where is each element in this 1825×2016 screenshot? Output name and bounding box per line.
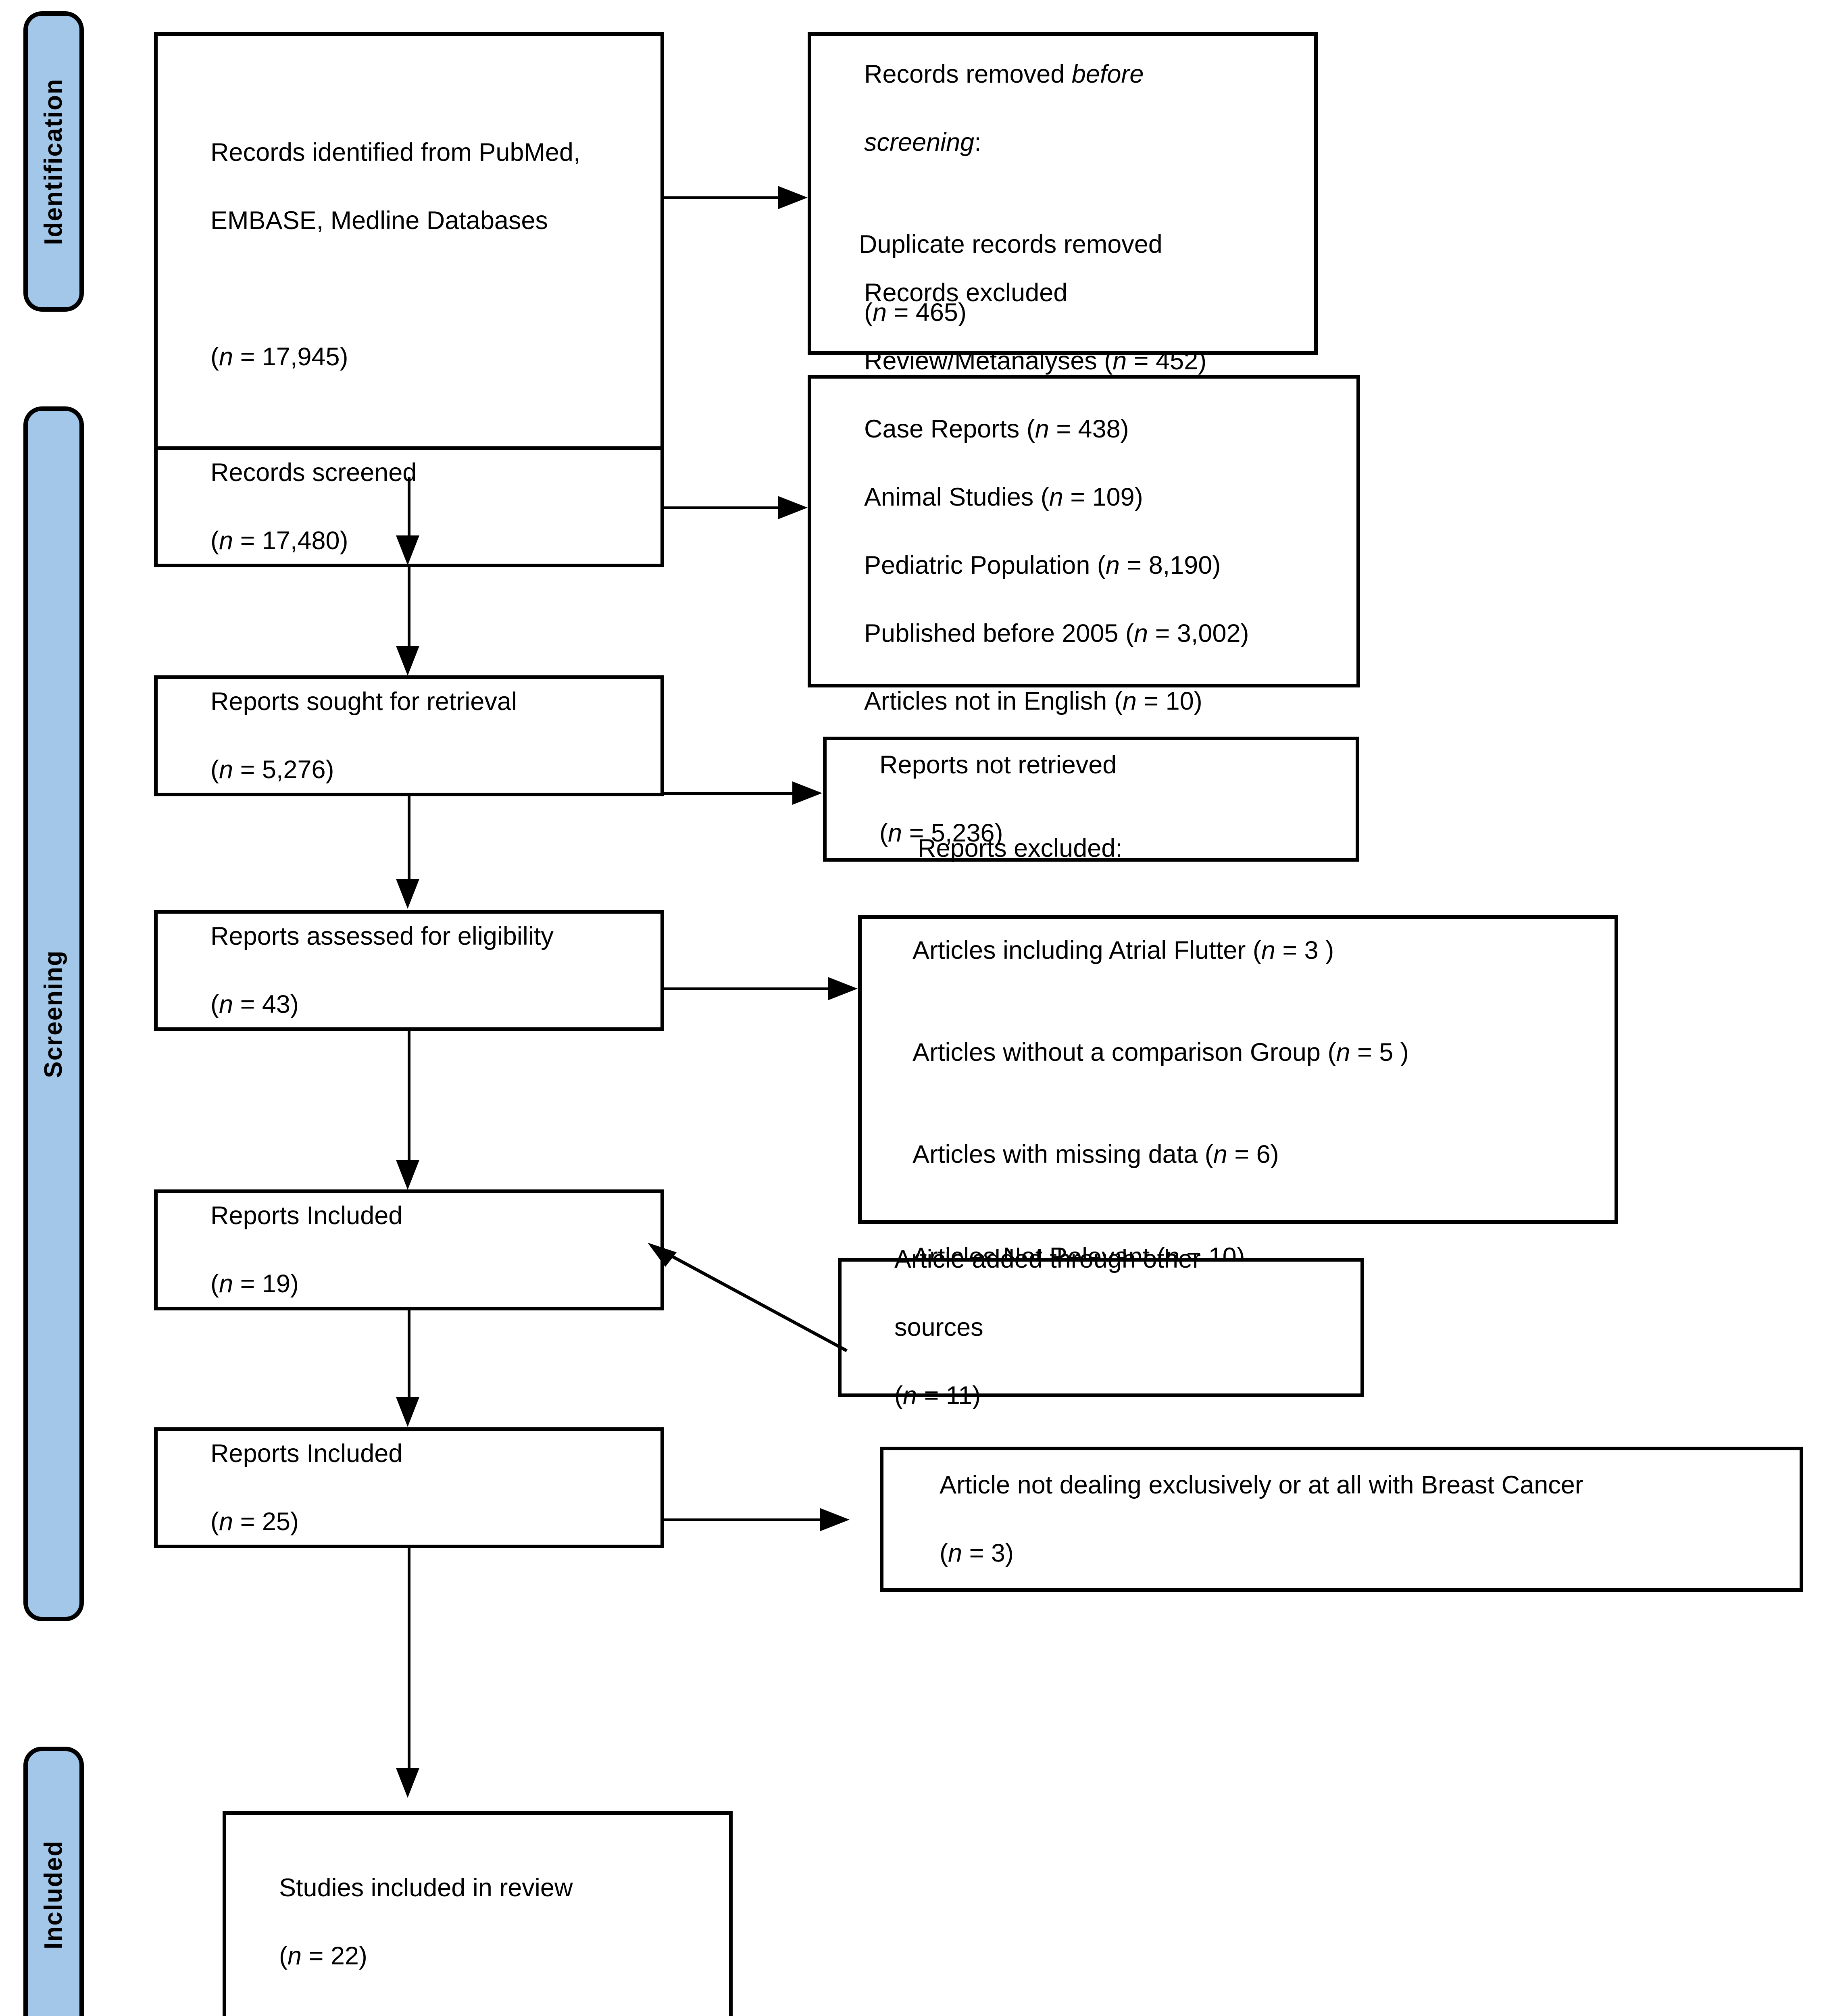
connector-identified-to-screened [408,477,410,535]
records-identified-line2: EMBASE, Medline Databases [210,206,548,235]
studies-included-count: (n = 22) [279,1942,367,1970]
reports-not-retrieved-count: (n = 5,236) [879,819,1003,848]
records-identified-line1: Records identified from PubMed, [210,138,581,167]
connector-identified-to-removed [664,196,779,199]
records-screened-text: Records screened (n = 17,480) [158,422,660,592]
box-reports-excluded: Reports excluded: Articles including Atr… [858,834,1618,1271]
article-added-count: (n = 11) [894,1381,981,1410]
box-records-excluded: Records excluded Review/Metanalyses (n =… [808,279,1360,783]
reports-assessed-count: (n = 43) [210,990,299,1019]
reports-included-19-line1: Reports Included [210,1202,403,1230]
arrow-identified-to-removed [778,186,808,209]
article-not-breast-cancer-line1: Article not dealing exclusively or at al… [940,1471,1583,1500]
arrow-assessed-to-excluded [828,977,858,1000]
reports-included-19-count: (n = 19) [210,1270,299,1298]
connector-other-sources-to-included19 [648,1243,848,1352]
arrow-screened-to-excluded [778,496,808,519]
records-identified-text: Records identified from PubMed, EMBASE, … [158,102,660,408]
box-article-not-breast-cancer: Article not dealing exclusively or at al… [880,1447,1803,1592]
records-excluded-item: Articles not in English (n = 10) [864,687,1202,716]
records-excluded-item: Case Reports (n = 438) [864,415,1129,444]
box-reports-included-19: Reports Included (n = 19) [154,1189,664,1310]
records-excluded-item: Published before 2005 (n = 3,002) [864,619,1249,648]
reports-included-19-text: Reports Included (n = 19) [158,1165,660,1335]
box-reports-assessed-for-eligibility: Reports assessed for eligibility (n = 43… [154,910,664,1031]
reports-not-retrieved-text: Reports not retrieved (n = 5,236) [827,714,1356,884]
connector-screened-to-sought [408,567,410,646]
connector-included25-to-not-breast-cancer [664,1518,821,1521]
arrow-screened-to-sought [396,646,419,676]
reports-included-25-count: (n = 25) [210,1508,299,1536]
reports-excluded-item: Articles with missing data (n = 6) [912,1140,1279,1169]
records-removed-count: (n = 465) [864,298,967,327]
records-excluded-item: Animal Studies (n = 109) [864,483,1143,511]
connector-assessed-to-included19 [408,1031,410,1160]
reports-excluded-text: Reports excluded: Articles including Atr… [862,797,1615,1342]
records-screened-count: (n = 17,480) [210,527,348,555]
reports-assessed-text: Reports assessed for eligibility (n = 43… [158,885,660,1056]
connector-sought-to-not-retrieved [664,792,794,795]
connector-sought-to-assessed [408,796,410,879]
studies-included-line1: Studies included in review [279,1874,573,1902]
box-reports-sought-for-retrieval: Reports sought for retrieval (n = 5,276) [154,675,664,796]
arrow-identified-to-screened [396,535,419,565]
reports-not-retrieved-line1: Reports not retrieved [879,751,1117,779]
connector-included19-to-included25 [408,1310,410,1397]
article-added-line2: sources [894,1313,983,1342]
box-studies-included-in-review: Studies included in review (n = 22) [223,1811,733,2016]
records-removed-line2: screening: [864,128,981,157]
reports-sought-text: Reports sought for retrieval (n = 5,276) [158,651,660,821]
connector-screened-to-excluded [664,506,779,509]
article-not-breast-cancer-count: (n = 3) [940,1539,1014,1568]
reports-excluded-item: Articles without a comparison Group (n =… [912,1038,1409,1067]
phase-tab-identification-label: Identification [40,78,67,245]
records-removed-line3: Duplicate records removed [859,230,1162,259]
box-records-identified: Records identified from PubMed, EMBASE, … [154,32,664,477]
arrow-included25-to-studies-included [396,1768,419,1798]
records-removed-text: Records removed before screening: Duplic… [811,23,1314,364]
arrow-included19-to-included25 [396,1397,419,1427]
phase-tab-screening-label: Screening [40,950,67,1078]
arrow-sought-to-not-retrieved [792,781,822,805]
arrow-included25-to-not-breast-cancer [820,1508,850,1531]
records-excluded-item: Review/Metanalyses (n = 452) [864,347,1207,375]
article-not-breast-cancer-text: Article not dealing exclusively or at al… [883,1434,1800,1604]
studies-included-text: Studies included in review (n = 22) [226,1837,729,2007]
connector-assessed-to-excluded [664,987,829,990]
records-identified-count: (n = 17,945) [210,342,348,371]
box-records-removed-before-screening: Records removed before screening: Duplic… [808,32,1318,355]
connector-included25-to-studies-included [408,1548,410,1768]
arrow-assessed-to-included19 [396,1160,419,1190]
phase-tab-included: Included [23,1747,84,2016]
arrow-sought-to-assessed [396,879,419,909]
records-removed-line1: Records removed before [864,60,1144,89]
reports-excluded-item: Articles including Atrial Flutter (n = 3… [912,936,1334,964]
reports-sought-line1: Reports sought for retrieval [210,687,517,716]
reports-excluded-title: Reports excluded: [918,834,1123,862]
records-screened-line1: Records screened [210,458,417,487]
reports-included-25-text: Reports Included (n = 25) [158,1403,660,1573]
reports-included-25-line1: Reports Included [210,1439,403,1468]
records-excluded-item: Pediatric Population (n = 8,190) [864,551,1221,579]
reports-sought-count: (n = 5,276) [210,756,334,784]
phase-tab-included-label: Included [40,1840,67,1949]
phase-tab-identification: Identification [23,11,84,312]
box-reports-not-retrieved: Reports not retrieved (n = 5,236) [823,737,1359,862]
box-article-added-other-sources: Article added through other sources (n =… [838,1245,1364,1410]
article-added-line1: Article added through other [894,1245,1201,1274]
phase-tab-screening: Screening [23,406,84,1621]
article-added-text: Article added through other sources (n =… [842,1208,1360,1447]
reports-assessed-line1: Reports assessed for eligibility [210,922,554,951]
box-reports-included-25: Reports Included (n = 25) [154,1427,664,1548]
records-excluded-title: Records excluded [864,279,1068,307]
